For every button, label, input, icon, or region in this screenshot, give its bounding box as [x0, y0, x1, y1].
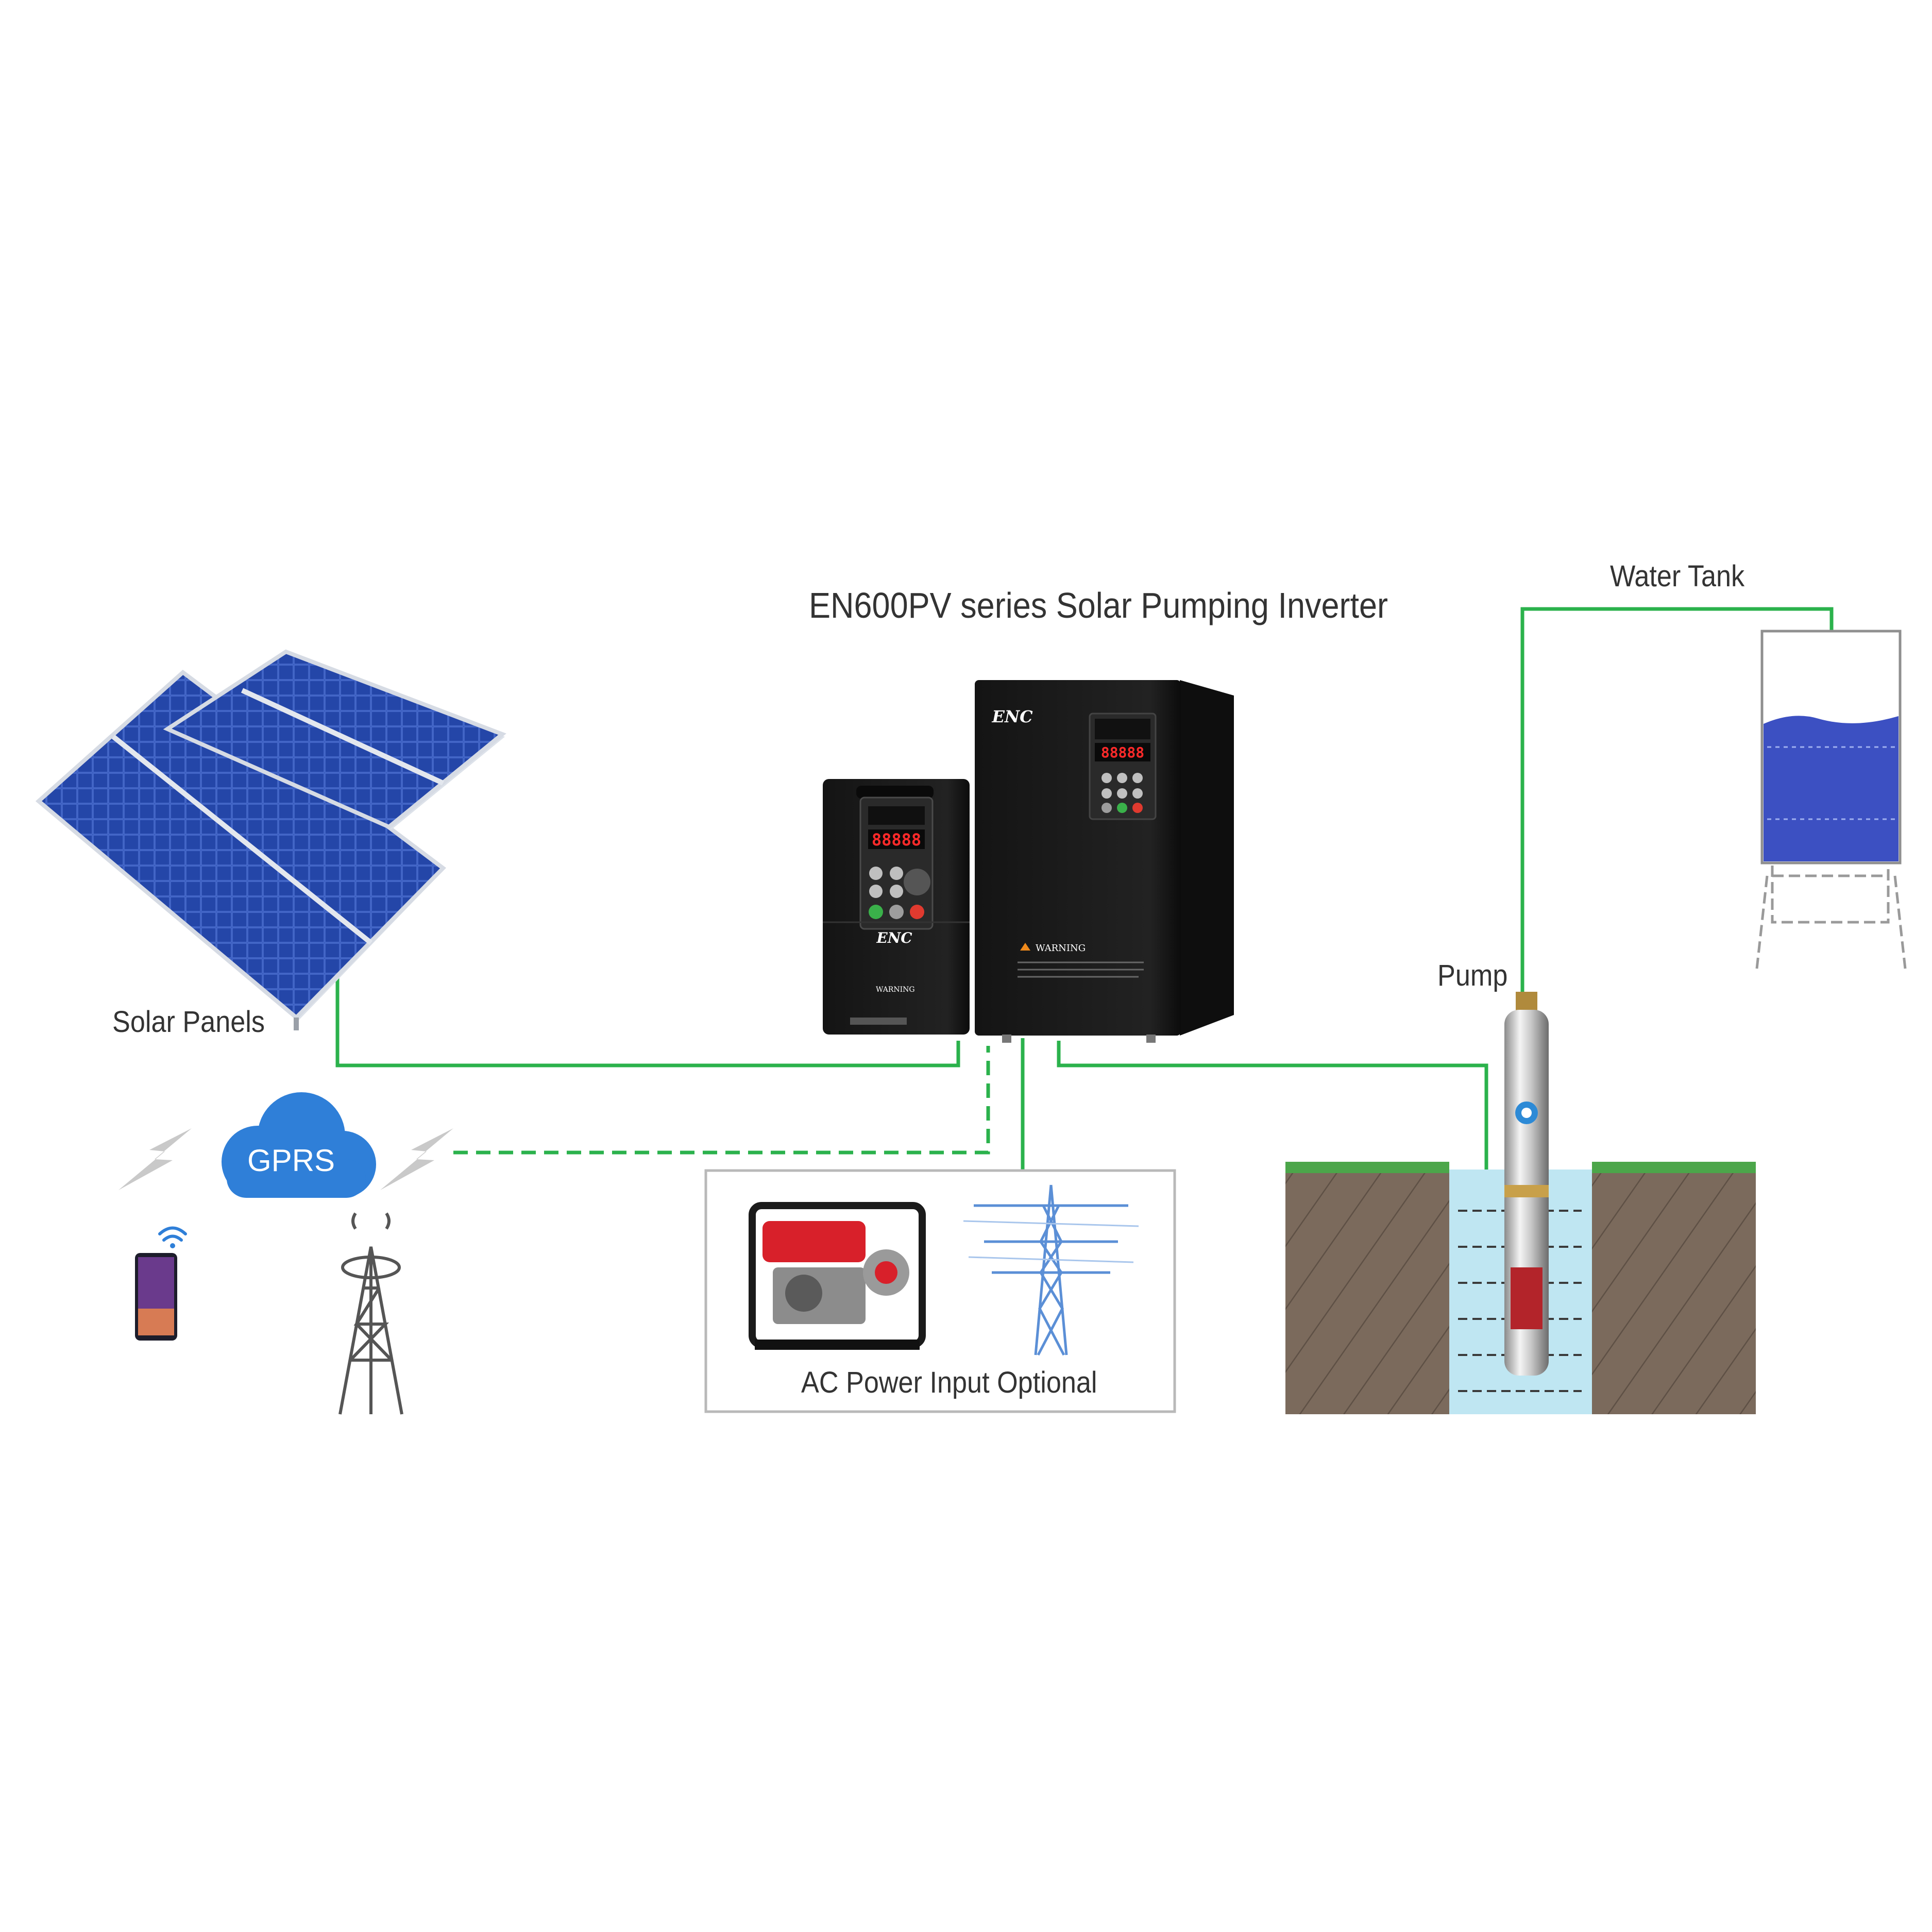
solar-panel-icon — [35, 649, 506, 1030]
generator-icon — [749, 1202, 926, 1350]
pump-to-tank-pipe — [1520, 607, 1834, 992]
water-tank-icon — [1755, 630, 1907, 969]
grass-icon — [1285, 1162, 1756, 1173]
brand-logo-small: ENC — [876, 929, 912, 946]
inverter-display-small: 88888 — [872, 830, 921, 850]
submersible-pump-icon — [1504, 992, 1549, 1376]
smartphone-icon — [135, 1253, 177, 1341]
ac-power-label: AC Power Input Optional — [801, 1366, 1097, 1399]
solar-panels-label: Solar Panels — [112, 1005, 265, 1039]
diagram-title: EN600PV series Solar Pumping Inverter — [809, 585, 1388, 625]
cloud-icon — [222, 1092, 376, 1198]
gprs-link-dashed — [453, 1046, 990, 1155]
warning-label-small: WARNING — [876, 986, 915, 994]
warning-label-large: WARNING — [1036, 943, 1086, 954]
panel-to-inverter-wire — [335, 912, 960, 1067]
water-tank-label: Water Tank — [1610, 560, 1745, 593]
gprs-label: GPRS — [247, 1143, 335, 1178]
lightning-icon — [118, 1128, 453, 1190]
cell-tower-icon — [338, 1212, 403, 1415]
inverter-display-large: 88888 — [1101, 744, 1144, 761]
brand-logo-large: ENC — [991, 707, 1033, 726]
pump-label: Pump — [1437, 959, 1508, 992]
inverter-icon: 88888 ENC WARNING — [975, 680, 1234, 1043]
wifi-icon — [158, 1226, 187, 1248]
power-pylon-icon — [963, 1184, 1139, 1356]
inverter-icon: 88888 ENC WARNING — [823, 779, 970, 1035]
